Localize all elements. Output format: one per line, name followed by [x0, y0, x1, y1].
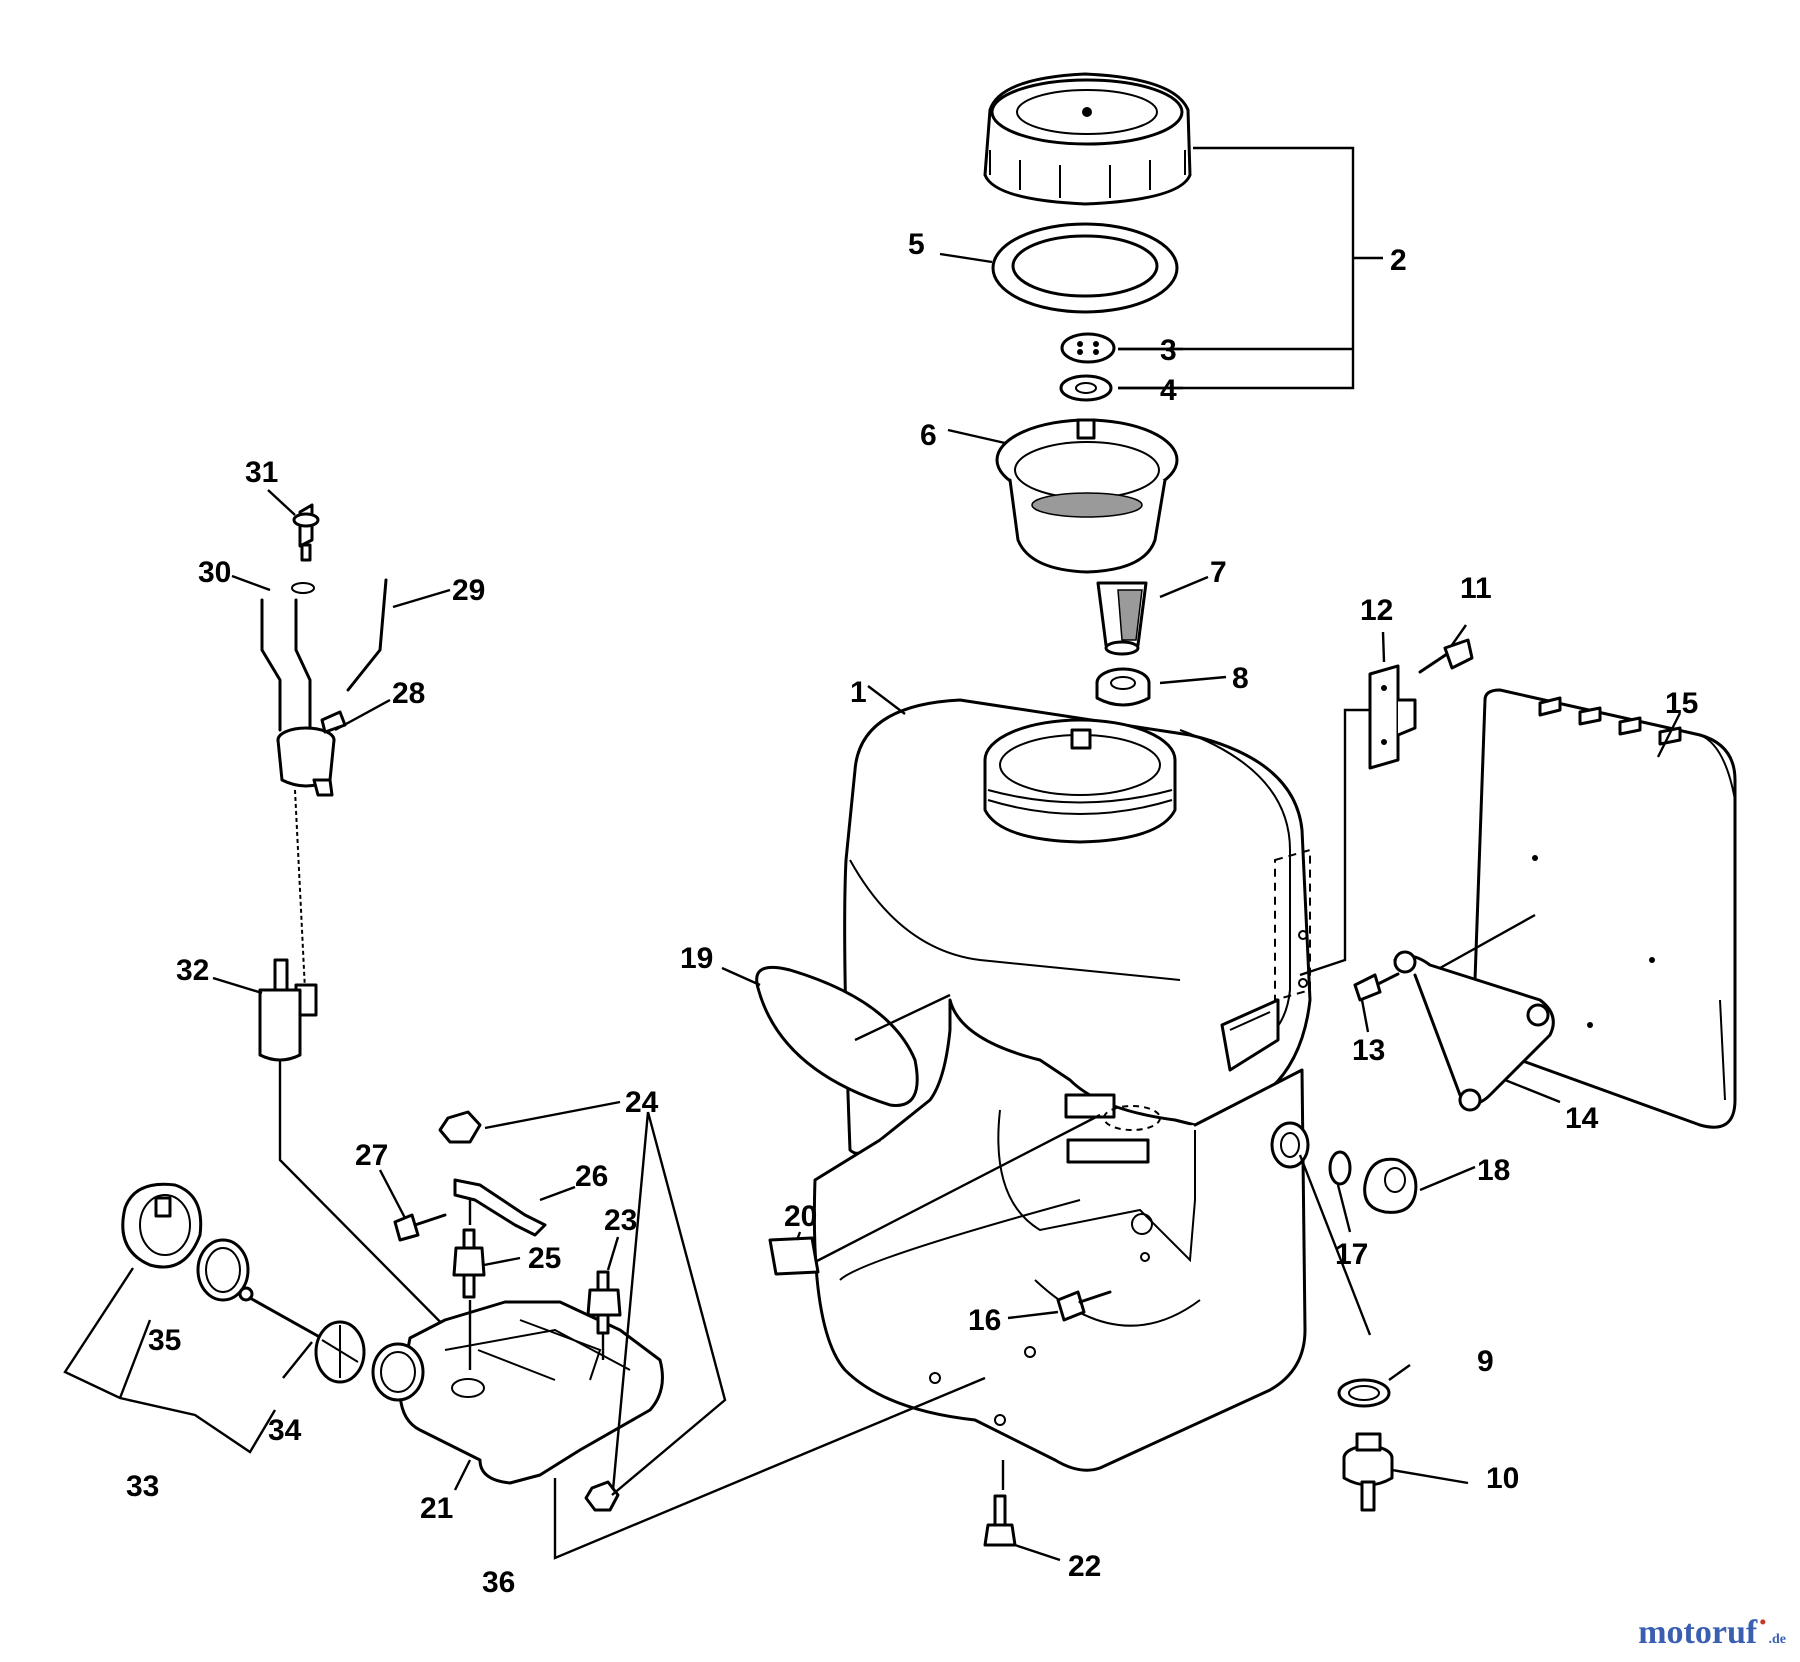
warning-label: [768, 1236, 820, 1276]
callout-32: 32: [176, 954, 209, 987]
callout-25: 25: [528, 1242, 561, 1275]
hose-fitting-25: [452, 1228, 486, 1299]
callout-16: 16: [968, 1304, 1001, 1337]
nut-upper: [438, 1110, 482, 1144]
callout-9: 9: [1477, 1345, 1494, 1378]
callout-8: 8: [1232, 662, 1249, 695]
callout-28: 28: [392, 677, 425, 710]
callout-33: 33: [126, 1470, 159, 1503]
washer-gasket: [1337, 1378, 1391, 1408]
watermark-accent: ˙: [1757, 1614, 1769, 1651]
callout-leaders: [212, 252, 1682, 1562]
fuel-cap: [121, 1182, 203, 1269]
callout-17: 17: [1335, 1238, 1368, 1271]
callout-22: 22: [1068, 1550, 1101, 1583]
callout-18: 18: [1477, 1154, 1510, 1187]
callout-34: 34: [268, 1414, 302, 1447]
callout-3: 3: [1160, 334, 1177, 367]
watermark-suffix: .de: [1768, 1632, 1787, 1647]
tank-bracket: [453, 1178, 547, 1237]
shoulder-link: [1393, 913, 1555, 1112]
callout-23: 23: [604, 1204, 637, 1237]
callout-2: 2: [1390, 244, 1407, 277]
pump-valve-assembly: [258, 503, 388, 1062]
drain-cap: [1363, 1157, 1418, 1214]
callout-24: 24: [625, 1086, 659, 1119]
callout-35: 35: [148, 1324, 181, 1357]
callout-15: 15: [1665, 687, 1698, 720]
callout-12: 12: [1360, 594, 1393, 627]
callout-11: 11: [1460, 572, 1492, 605]
bracket-bolt: [393, 1213, 447, 1242]
callout-4: 4: [1160, 374, 1177, 407]
bottom-bolt: [983, 1494, 1017, 1547]
callout-31: 31: [245, 456, 278, 489]
filter-nut: [1095, 667, 1151, 707]
fuel-tank-mount-bracket: [553, 1376, 986, 1560]
callout-36: 36: [482, 1566, 515, 1599]
callout-27: 27: [355, 1139, 388, 1172]
hose-fitting-23: [586, 1270, 622, 1335]
callout-7: 7: [1210, 556, 1227, 589]
strainer-basket: [995, 418, 1179, 574]
nut-lower: [584, 1480, 620, 1512]
callout-13: 13: [1352, 1034, 1385, 1067]
spray-tank: [812, 698, 1312, 1472]
fuel-cap-bracket: [63, 1267, 277, 1454]
callout-14: 14: [1565, 1102, 1599, 1135]
hose-route: [278, 1060, 471, 1353]
watermark-main: motoruf: [1638, 1614, 1758, 1651]
fuel-tank: [371, 1300, 664, 1485]
side-pad: [755, 965, 919, 1107]
pressure-valve: [1342, 1432, 1394, 1512]
callout-29: 29: [452, 574, 485, 607]
callout-labels: 1 2 3 4 5 6 7 8 9 10 11 12 13 14 15 16 1…: [126, 228, 1698, 1599]
hook-bracket: [1368, 664, 1417, 770]
callout-19: 19: [680, 942, 713, 975]
fuel-cap-gasket: [196, 1238, 250, 1302]
cap-valve: [1060, 332, 1116, 364]
callout-1: 1: [850, 676, 867, 709]
base-bolt: [1056, 1290, 1112, 1322]
cap-gasket: [991, 222, 1179, 314]
cap-washer: [1059, 374, 1113, 402]
filter-strainer: [1096, 581, 1148, 656]
callout-30: 30: [198, 556, 231, 589]
callout-21: 21: [420, 1492, 453, 1525]
link-screw: [1353, 972, 1400, 1002]
callout-6: 6: [920, 419, 937, 452]
callout-10: 10: [1486, 1462, 1519, 1495]
callout-20: 20: [784, 1200, 817, 1233]
o-ring: [1328, 1150, 1352, 1186]
fuel-strainer: [238, 1286, 366, 1384]
site-watermark: motoruf˙.de: [1638, 1614, 1786, 1652]
callout-5: 5: [908, 228, 925, 261]
tank-cap: [983, 72, 1192, 206]
bracket-screw: [1418, 638, 1474, 674]
callout-26: 26: [575, 1160, 608, 1193]
outlet-fitting: [1270, 1121, 1310, 1169]
